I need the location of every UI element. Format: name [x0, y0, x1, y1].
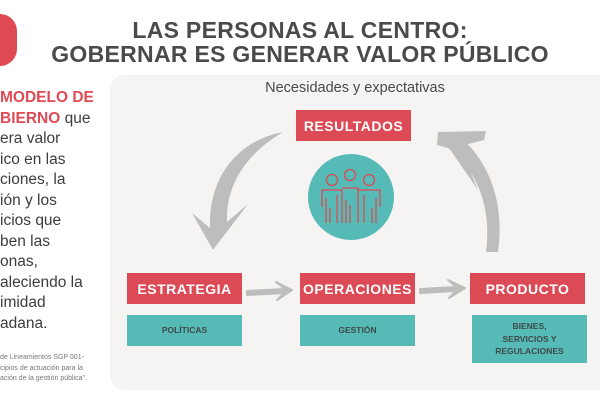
number-badge	[0, 14, 17, 66]
diagram-subtitle: Necesidades y expectativas	[265, 80, 445, 96]
text-line: imidad	[0, 294, 46, 311]
text-line: ben las	[0, 232, 50, 250]
note-line: ación de la gestión pública".	[0, 375, 87, 382]
text-line: ión y los	[0, 191, 57, 209]
title-line-1: LAS PERSONAS AL CENTRO:	[132, 17, 468, 43]
text-line: icios que	[0, 212, 62, 229]
text-line: ico en las	[0, 150, 66, 168]
arrow-producto-to-resultados	[437, 131, 500, 252]
arrow-resultados-to-estrategia	[192, 132, 283, 250]
bienes-line: REGULACIONES	[495, 346, 564, 357]
politicas-box: POLÍTICAS	[127, 315, 242, 346]
highlight-2: BIERNO	[0, 109, 61, 127]
bienes-line: SERVICIOS Y	[502, 333, 557, 344]
producto-box: PRODUCTO	[470, 273, 585, 304]
text-line: onas,	[0, 253, 38, 270]
people-icon	[321, 168, 381, 223]
text-line: que	[60, 109, 91, 127]
text-line: aleciendo la	[0, 273, 83, 291]
text-line: ciones, la	[0, 171, 66, 188]
arrow-estrategia-to-operaciones	[246, 281, 293, 301]
left-description: MODELO DE BIERNO que era valor ico en la…	[0, 88, 94, 334]
operaciones-box: OPERACIONES	[300, 273, 415, 304]
people-circle	[308, 154, 394, 240]
text-line: adana.	[0, 314, 48, 332]
title-line-2: GOBERNAR ES GENERAR VALOR PÚBLICO	[51, 41, 549, 67]
bienes-box: BIENES, SERVICIOS Y REGULACIONES	[472, 315, 587, 363]
gestion-box: GESTIÓN	[300, 315, 415, 346]
note-line: de Lineamientos SGP 001-	[0, 354, 84, 361]
highlight-1: MODELO DE	[0, 89, 94, 106]
source-note: de Lineamientos SGP 001- cipios de actua…	[0, 353, 87, 385]
note-line: cipios de actuación para la	[0, 364, 83, 372]
estrategia-box: ESTRATEGIA	[127, 273, 242, 304]
resultados-box: RESULTADOS	[296, 110, 411, 141]
bienes-line: BIENES,	[512, 321, 547, 332]
text-line: era valor	[0, 130, 61, 147]
arrow-operaciones-to-producto	[419, 279, 466, 299]
